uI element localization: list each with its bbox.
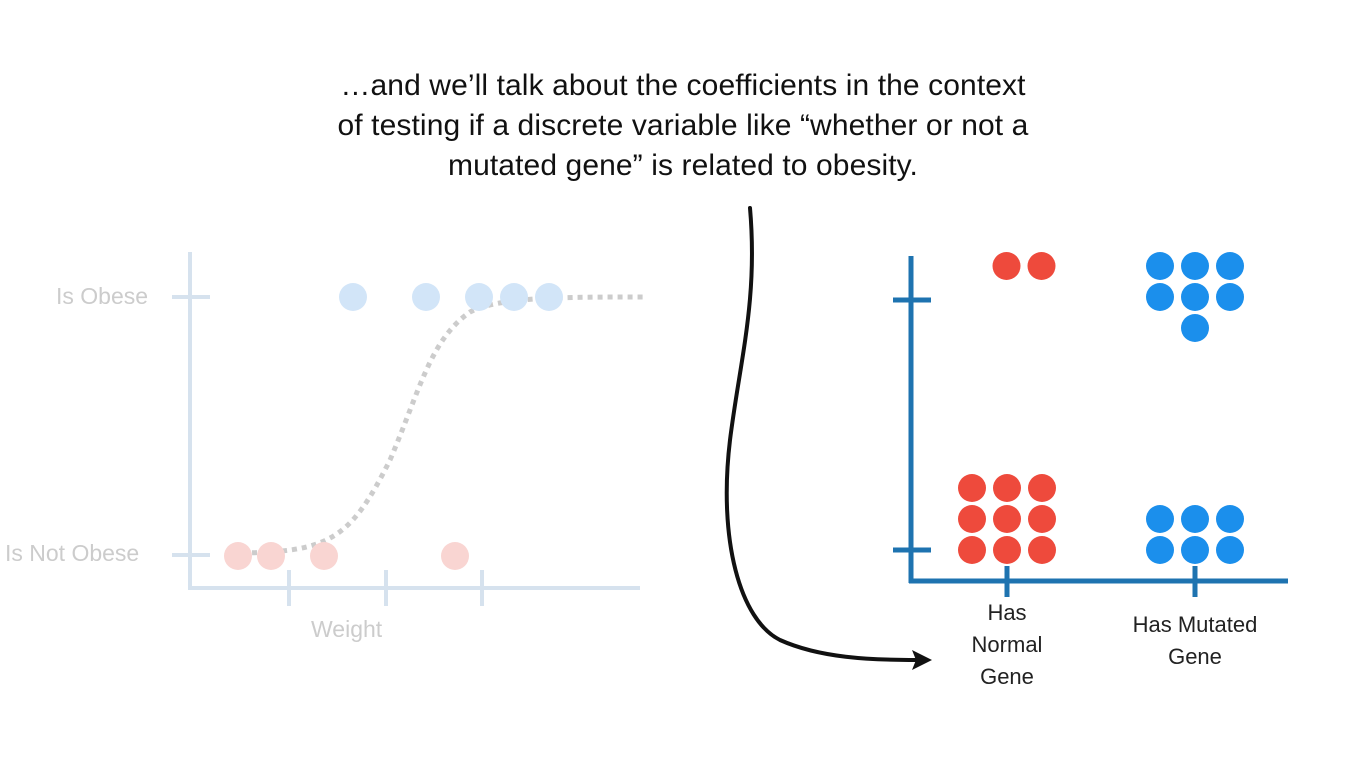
category-label-line: Normal — [971, 632, 1043, 657]
not-obese-dot — [993, 474, 1021, 502]
obese-dot — [1216, 252, 1244, 280]
not-obese-dot — [958, 505, 986, 533]
not-obese-dot — [1028, 505, 1056, 533]
category-label-line: Has — [987, 600, 1027, 625]
y-label-is-obese: Is Obese — [56, 283, 149, 309]
not-obese-point — [441, 542, 469, 570]
not-obese-dot — [958, 536, 986, 564]
caption-line-1: …and we’ll talk about the coefficients i… — [340, 69, 1026, 102]
y-label-is-not-obese: Is Not Obese — [5, 540, 140, 566]
not-obese-dot — [1146, 505, 1174, 533]
obese-dot — [1181, 314, 1209, 342]
category-label-normal-gene: Has Normal Gene — [957, 597, 1057, 693]
not-obese-point — [257, 542, 285, 570]
arrow-head — [912, 650, 932, 670]
obese-dot — [1181, 252, 1209, 280]
not-obese-dot — [1216, 505, 1244, 533]
not-obese-dot — [1028, 536, 1056, 564]
not-obese-dot — [993, 536, 1021, 564]
not-obese-dot — [1146, 536, 1174, 564]
obese-dot — [1216, 283, 1244, 311]
obese-dot — [992, 252, 1021, 280]
not-obese-dot — [1028, 474, 1056, 502]
caption: …and we’ll talk about the coefficients i… — [0, 66, 1366, 186]
not-obese-point — [224, 542, 252, 570]
logistic-curve — [231, 294, 646, 556]
not-obese-dot — [958, 474, 986, 502]
not-obese-dot — [1181, 505, 1209, 533]
obese-point — [500, 283, 528, 311]
obese-point — [412, 283, 440, 311]
category-label-line: Gene — [980, 664, 1034, 689]
category-label-line: Gene — [1168, 644, 1222, 669]
obese-dot — [1146, 252, 1174, 280]
obese-point — [465, 283, 493, 311]
obese-point — [339, 283, 367, 311]
category-label-mutated-gene: Has Mutated Gene — [1110, 609, 1280, 673]
caption-line-3: mutated gene” is related to obesity. — [448, 149, 918, 182]
obese-dot — [1027, 252, 1056, 280]
obese-dot — [1181, 283, 1209, 311]
curved-arrow-line — [724, 206, 918, 662]
obese-point — [535, 283, 563, 311]
not-obese-dot — [993, 505, 1021, 533]
not-obese-point — [310, 542, 338, 570]
x-axis-label-weight: Weight — [311, 616, 383, 642]
obese-dot — [1146, 283, 1174, 311]
caption-line-2: of testing if a discrete variable like “… — [337, 109, 1029, 142]
category-label-line: Has Mutated — [1132, 612, 1258, 637]
not-obese-dot — [1181, 536, 1209, 564]
not-obese-dot — [1216, 536, 1244, 564]
